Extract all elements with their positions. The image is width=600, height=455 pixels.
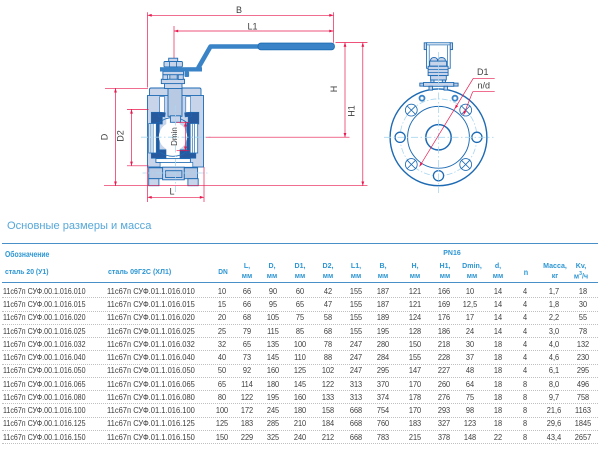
svg-text:L1: L1: [247, 21, 257, 31]
svg-text:L: L: [169, 187, 174, 197]
svg-text:n/d: n/d: [477, 81, 490, 91]
svg-text:H: H: [329, 86, 339, 93]
svg-text:D: D: [100, 133, 110, 140]
svg-text:D1: D1: [477, 67, 489, 77]
svg-text:D2: D2: [116, 130, 126, 142]
svg-text:Dmin: Dmin: [170, 127, 179, 146]
svg-text:B: B: [236, 5, 242, 15]
svg-text:H1: H1: [347, 105, 357, 117]
